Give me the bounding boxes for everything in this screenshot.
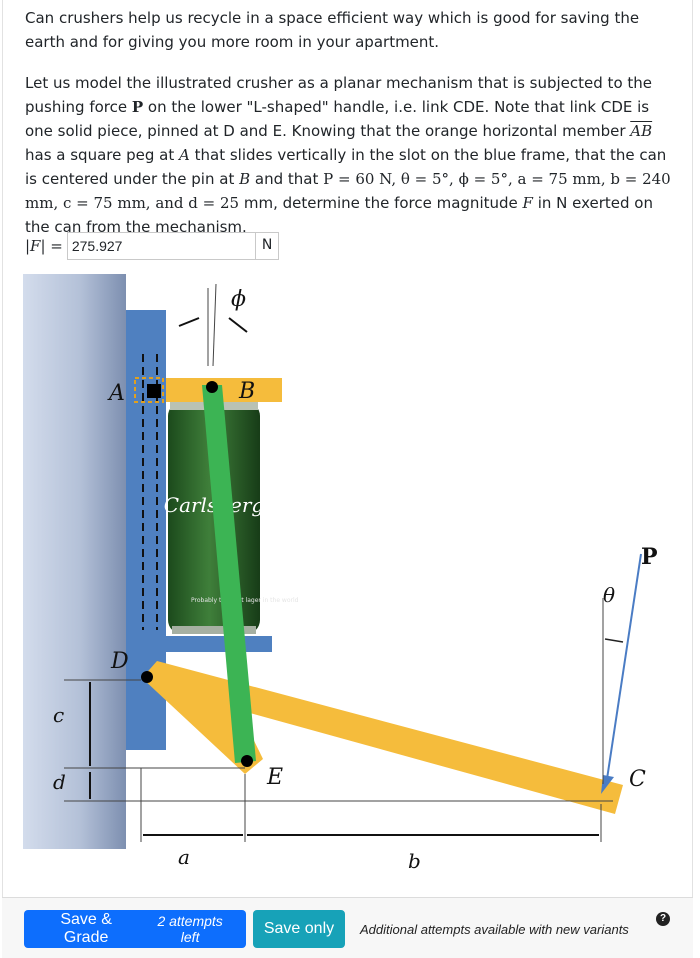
label-a-point: A [107, 381, 125, 406]
attempts-note: Additional attempts available with new v… [360, 922, 629, 937]
label-force-p: P [641, 544, 658, 570]
answer-label: |F| = [25, 237, 63, 255]
label-dim-d: d [53, 770, 66, 794]
handle-cde [142, 661, 623, 814]
footer-bar: Save & Grade 2 attempts left Save only A… [2, 897, 693, 958]
help-icon[interactable]: ? [656, 912, 670, 926]
force-f-symbol: F [522, 194, 533, 212]
force-p-arrowhead [601, 775, 614, 794]
label-theta: θ [603, 583, 615, 607]
label-d-point: D [110, 649, 129, 674]
member-ab-symbol: AB [630, 122, 653, 140]
attempts-left: 2 attempts left [157, 913, 223, 945]
crusher-diagram: Carlsberg Probably the best lager in the… [23, 274, 658, 873]
body-text: that slides vertically in the slot on th… [25, 146, 667, 188]
body-text: mm, determine the force magnitude [239, 194, 523, 212]
save-grade-label: Save & Grade [60, 911, 112, 946]
pin-e [241, 755, 253, 767]
phi-ref-line [212, 283, 217, 367]
pin-d [141, 671, 153, 683]
force-p-symbol: P [131, 98, 144, 116]
question-intro: Can crushers help us recycle in a space … [25, 6, 675, 54]
answer-row: |F| = N [25, 232, 280, 260]
wall [23, 274, 126, 849]
theta-arc [604, 638, 624, 643]
link-be [202, 385, 256, 763]
frame-shelf [166, 636, 272, 652]
label-c-point: C [629, 767, 646, 792]
save-grade-button[interactable]: Save & Grade 2 attempts left [24, 910, 246, 948]
peg-a [147, 384, 161, 398]
point-b-symbol: B [239, 170, 251, 188]
question-body: Let us model the illustrated crusher as … [25, 71, 675, 239]
label-phi: ϕ [231, 287, 246, 312]
label-dim-c: c [53, 703, 64, 727]
can-slogan: Probably the best lager in the world [191, 597, 299, 604]
pin-b [206, 381, 218, 393]
phi-arrow [178, 317, 200, 327]
body-text: Let us model the illustrated crusher as … [25, 74, 653, 116]
body-text: has a square peg at [25, 146, 179, 164]
body-text: and that [250, 170, 324, 188]
force-p-line [606, 553, 642, 780]
peg-outline [134, 377, 164, 403]
intro-text: Can crushers help us recycle in a space … [25, 9, 640, 51]
body-text: on the lower "L-shaped" handle, i.e. lin… [25, 98, 650, 140]
phi-arrow [228, 317, 248, 333]
member-ab [166, 378, 282, 402]
label-dim-b: b [408, 849, 421, 873]
label-dim-a: a [178, 845, 190, 869]
body-text: in N exerted on the can from the mechani… [25, 194, 653, 236]
answer-input[interactable] [66, 232, 256, 260]
given-values: P = 60 N, θ = 5°, ϕ = 5°, a = 75 mm, b =… [25, 170, 671, 212]
answer-unit: N [255, 232, 280, 260]
point-a-symbol: A [179, 146, 190, 164]
save-only-button[interactable]: Save only [253, 910, 345, 948]
label-b-point: B [238, 379, 255, 404]
label-e-point: E [266, 765, 283, 790]
